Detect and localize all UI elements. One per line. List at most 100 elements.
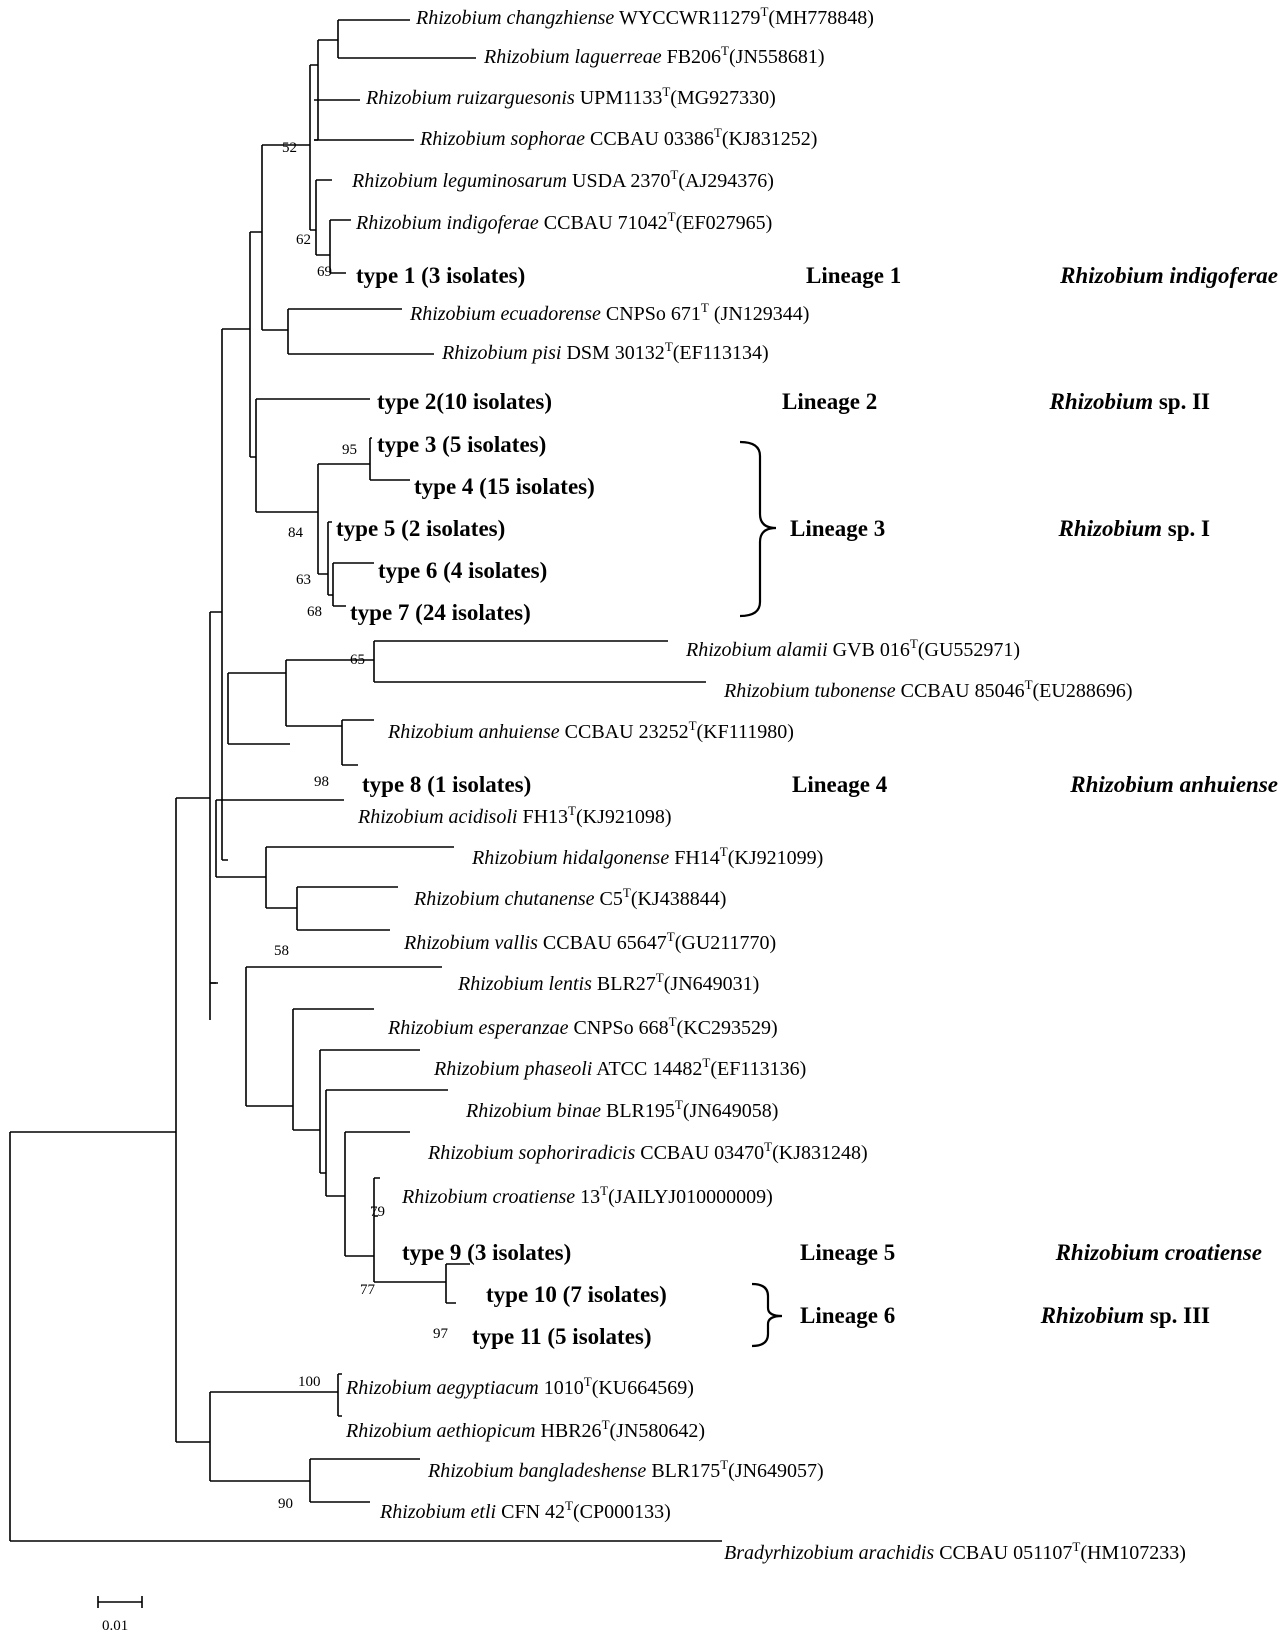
branch xyxy=(255,398,370,513)
bootstrap-value: 69 xyxy=(317,264,332,280)
bootstrap-value: 98 xyxy=(314,774,329,790)
taxon-species-name: Rhizobium chutanense xyxy=(413,888,595,910)
taxon-accession: (AJ294376) xyxy=(678,170,774,192)
type-strain-superscript: T xyxy=(714,125,722,140)
type-label: type 4 (15 isolates) xyxy=(414,474,595,499)
branch xyxy=(296,886,398,931)
lineage-label: Lineage 6 xyxy=(800,1303,895,1328)
branch xyxy=(287,308,434,355)
species-assignment: Rhizobium anhuiense xyxy=(1069,772,1278,797)
taxon-species-name: Rhizobium esperanzae xyxy=(387,1017,569,1039)
taxon-accession: (KJ921099) xyxy=(728,847,824,869)
type-strain-superscript: T xyxy=(721,43,729,58)
type-strain-superscript: T xyxy=(662,84,670,99)
lineage-label: Lineage 3 xyxy=(790,516,885,541)
bootstrap-values: 52 62 69 95 84 63 68 65 98 58 79 77 97 1… xyxy=(274,140,449,1512)
type-label: type 7 (24 isolates) xyxy=(350,600,531,625)
type-strain-superscript: T xyxy=(600,1183,608,1198)
taxon-strain: FH14 xyxy=(669,847,720,869)
branch xyxy=(319,1049,420,1174)
taxon-label: Rhizobium chutanense C5T(KJ438844) xyxy=(413,885,726,910)
taxon-label: Rhizobium croatiense 13T(JAILYJ010000009… xyxy=(401,1183,773,1208)
type-labels: type 1 (3 isolates) type 2(10 isolates) … xyxy=(336,263,667,1349)
scale-bar-label: 0.01 xyxy=(102,1618,128,1634)
taxon-accession: (HM107233) xyxy=(1080,1542,1186,1564)
taxon-species-name: Rhizobium pisi xyxy=(441,342,561,364)
bootstrap-value: 79 xyxy=(370,1204,385,1220)
taxon-strain: UPM1133 xyxy=(575,87,663,109)
lineage-labels: Lineage 1 Lineage 2 Lineage 3 Lineage 4 … xyxy=(782,263,901,1328)
bootstrap-value: 52 xyxy=(282,140,297,156)
branch xyxy=(329,219,351,274)
branch xyxy=(292,1008,374,1131)
species-assignment: Rhizobium indigoferae xyxy=(1059,263,1278,288)
type-label: type 8 (1 isolates) xyxy=(362,772,531,797)
taxon-strain: DSM 30132 xyxy=(561,342,664,364)
tree-branches xyxy=(9,19,722,1542)
taxon-label: Rhizobium esperanzae CNPSo 668T(KC293529… xyxy=(387,1014,778,1039)
lineage-label: Lineage 4 xyxy=(792,772,888,797)
branch xyxy=(249,231,262,458)
taxon-label: Rhizobium hidalgonense FH14T(KJ921099) xyxy=(471,844,823,869)
taxon-strain: WYCCWR11279 xyxy=(614,7,760,29)
taxon-species-name: Rhizobium acidisoli xyxy=(357,806,517,828)
taxon-species-name: Rhizobium binae xyxy=(465,1100,601,1122)
type-strain-superscript: T xyxy=(910,636,918,651)
type-strain-superscript: T xyxy=(689,718,697,733)
type-strain-superscript: T xyxy=(669,1014,677,1029)
taxon-accession: (KJ831248) xyxy=(772,1142,868,1164)
type-label: type 1 (3 isolates) xyxy=(356,263,525,288)
taxon-accession: (MG927330) xyxy=(670,87,776,109)
taxon-label: Rhizobium ecuadorense CNPSo 671T (JN1293… xyxy=(409,300,809,325)
type-strain-superscript: T xyxy=(670,167,678,182)
lineage-6-brace xyxy=(751,1282,783,1348)
scale-bar-line xyxy=(97,1596,143,1608)
bootstrap-value: 90 xyxy=(278,1496,293,1512)
taxon-species-name: Rhizobium laguerreae xyxy=(483,46,662,68)
taxon-accession: (CP000133) xyxy=(573,1501,671,1523)
branch xyxy=(317,463,370,575)
branch xyxy=(221,328,250,861)
branch xyxy=(315,179,332,256)
taxon-accession: (EF113134) xyxy=(673,342,769,364)
branch xyxy=(175,797,210,1443)
species-assignment: Rhizobium sp. III xyxy=(1040,1303,1210,1328)
bootstrap-value: 95 xyxy=(342,442,357,458)
taxon-label: Rhizobium lentis BLR27T(JN649031) xyxy=(457,970,759,995)
taxon-accession: (KJ831252) xyxy=(722,128,818,150)
taxon-strain: CCBAU 23252 xyxy=(560,721,689,743)
type-strain-superscript: T xyxy=(675,1097,683,1112)
taxon-accession: (KF111980) xyxy=(697,721,794,743)
species-assignment: Rhizobium sp. II xyxy=(1049,389,1210,414)
taxon-label: Rhizobium leguminosarum USDA 2370T(AJ294… xyxy=(351,167,774,192)
taxon-accession: (EF113136) xyxy=(710,1058,806,1080)
taxon-strain: CNPSo 671 xyxy=(601,303,701,325)
taxon-accession: (GU552971) xyxy=(918,639,1020,661)
taxon-strain: CCBAU 65647 xyxy=(538,932,667,954)
type-label: type 9 (3 isolates) xyxy=(402,1240,571,1265)
type-label: type 5 (2 isolates) xyxy=(336,516,505,541)
branch xyxy=(245,966,442,1107)
taxon-label: Rhizobium anhuiense CCBAU 23252T(KF11198… xyxy=(387,718,794,743)
taxon-accession: (JN649058) xyxy=(683,1100,779,1122)
type-strain-superscript: T xyxy=(702,1055,710,1070)
taxon-label: Rhizobium ruizarguesonis UPM1133T(MG9273… xyxy=(365,84,776,109)
branch xyxy=(344,1131,410,1257)
taxon-accession: (JAILYJ010000009) xyxy=(608,1186,773,1208)
type-label: type 10 (7 isolates) xyxy=(486,1282,667,1307)
branch xyxy=(373,1216,446,1283)
taxon-label: Rhizobium vallis CCBAU 65647T(GU211770) xyxy=(403,929,776,954)
lineage-label: Lineage 5 xyxy=(800,1240,895,1265)
taxon-species-name: Rhizobium changzhiense xyxy=(415,7,614,29)
branch xyxy=(285,659,374,727)
type-strain-superscript: T xyxy=(1072,1539,1080,1554)
taxon-strain: GVB 016 xyxy=(828,639,910,661)
taxon-accession: (JN129344) xyxy=(709,303,810,325)
taxon-species-name: Rhizobium lentis xyxy=(457,973,592,995)
taxon-species-name: Rhizobium sophorae xyxy=(419,128,585,150)
type-strain-superscript: T xyxy=(568,803,576,818)
bootstrap-value: 97 xyxy=(433,1326,449,1342)
taxon-label: Rhizobium tubonense CCBAU 85046T(EU28869… xyxy=(723,677,1133,702)
branch xyxy=(314,99,414,141)
bootstrap-value: 63 xyxy=(296,572,311,588)
